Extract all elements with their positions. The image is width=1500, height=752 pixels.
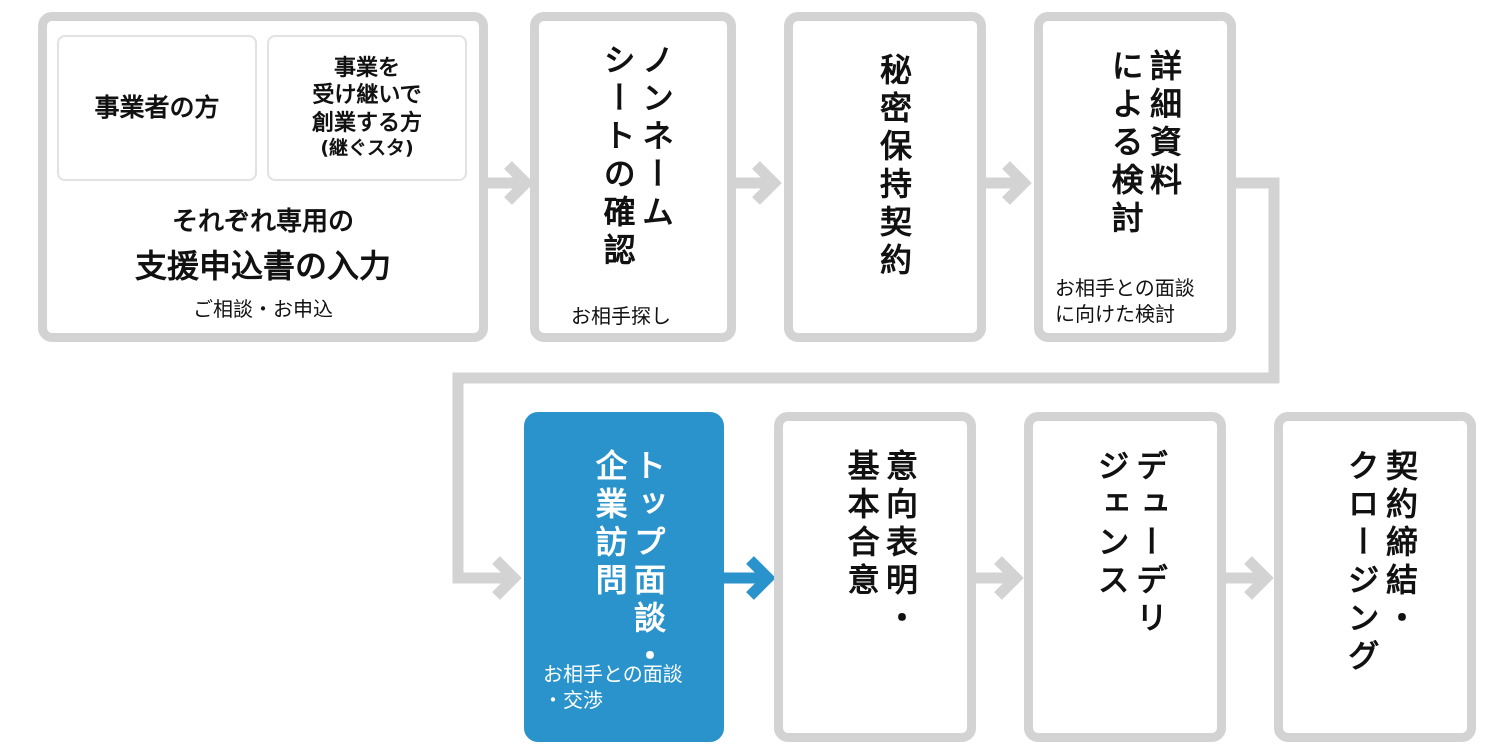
- step-3-title: 秘密保持契約: [875, 53, 913, 281]
- option-successor-line1: 事業を: [333, 55, 400, 81]
- arrow-3-4: [982, 161, 1032, 205]
- step-6-letter-of-intent: 意向表明・ 基本合意: [774, 412, 976, 742]
- option-successor-line2: 受け継いで: [312, 83, 422, 109]
- arrow-7-8: [1222, 556, 1274, 600]
- step-8-title: 契約締結・ クロージング: [1342, 449, 1419, 677]
- row-wrap-connector: [452, 177, 1280, 600]
- arrow-1-2: [484, 161, 534, 205]
- step-1-caption: ご相談・お申込: [193, 297, 333, 321]
- arrow-5-6-active: [722, 556, 776, 600]
- step-4-detailed-review: 詳細資料 による検討 お相手との面談 に向けた検討: [1034, 12, 1236, 342]
- step-5-top-meeting: トップ面談・ 企業訪問 お相手との面談 ・交渉: [524, 412, 724, 742]
- option-business-owner-label: 事業者の方: [94, 93, 220, 123]
- option-business-owner: 事業者の方: [57, 35, 257, 181]
- arrow-2-3: [732, 161, 782, 205]
- step-5-title: トップ面談・ 企業訪問: [590, 449, 667, 677]
- step-1-application: 事業者の方 事業を 受け継いで 創業する方 (継ぐスタ) それぞれ専用の 支援申…: [38, 12, 488, 342]
- step-1-title-line2: 支援申込書の入力: [134, 247, 391, 285]
- option-successor-line3: 創業する方: [311, 110, 422, 136]
- step-5-caption: お相手との面談 ・交渉: [543, 662, 683, 712]
- step-4-caption: お相手との面談 に向けた検討: [1055, 276, 1195, 326]
- step-6-title: 意向表明・ 基本合意: [842, 449, 919, 639]
- step-7-title: デューデリ ジェンス: [1092, 449, 1169, 639]
- step-7-due-diligence: デューデリ ジェンス: [1024, 412, 1226, 742]
- step-2-nonname-sheet: ノンネーム シートの確認 お相手探し: [530, 12, 736, 342]
- step-3-nda: 秘密保持契約: [784, 12, 986, 342]
- option-successor-founder: 事業を 受け継いで 創業する方 (継ぐスタ): [267, 35, 467, 181]
- option-successor-note: (継ぐスタ): [320, 137, 414, 160]
- step-2-title: ノンネーム シートの確認: [598, 43, 675, 271]
- step-1-title-line1: それぞれ専用の: [171, 207, 354, 237]
- step-8-closing: 契約締結・ クロージング: [1274, 412, 1476, 742]
- step-4-title: 詳細資料 による検討: [1106, 49, 1183, 239]
- arrow-6-7: [972, 556, 1024, 600]
- step-2-caption: お相手探し: [571, 304, 671, 328]
